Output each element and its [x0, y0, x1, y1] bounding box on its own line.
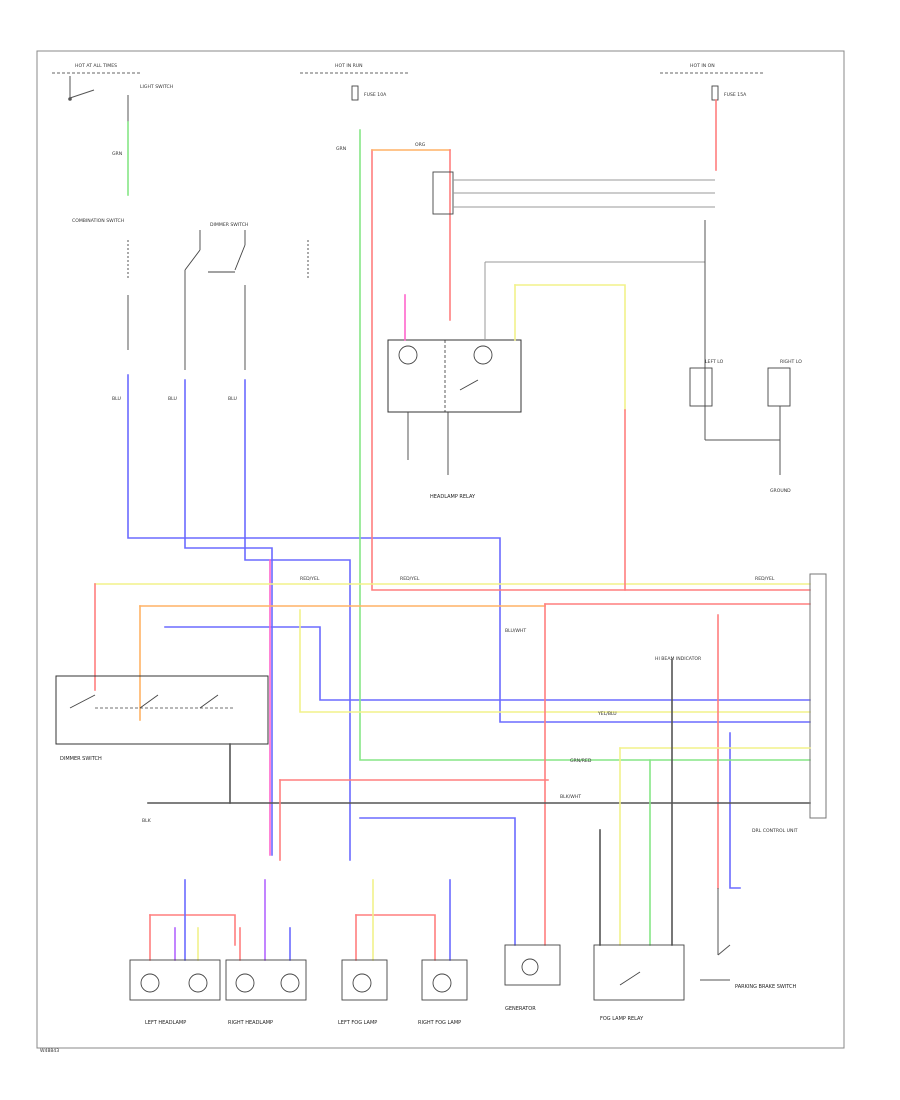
control-unit-connector — [809, 573, 827, 819]
hot-run-label: HOT IN RUN — [335, 63, 363, 69]
generator: GENERATOR — [504, 944, 561, 1012]
right-relay-stack: LEFT LO RIGHT LO GROUND — [689, 220, 802, 494]
wire-label-redyel: RED/YEL — [300, 576, 320, 582]
headlamp-relay: HEADLAMP RELAY — [387, 339, 522, 500]
wire-label-grn-2: GRN — [336, 146, 346, 152]
left-switch-cluster: DIMMER SWITCH COMBINATION SWITCH — [72, 218, 309, 370]
wire-label-grnred: GRN/RED — [570, 758, 592, 764]
wire-blue-3 — [244, 379, 351, 861]
left-headlamp-label: LEFT HEADLAMP — [145, 1020, 186, 1026]
upper-gray-harness — [432, 171, 715, 340]
wire-blue-1 — [127, 374, 811, 723]
wire-label-blu-2: BLU — [168, 396, 177, 402]
dimmer-switch-box: DIMMER SWITCH — [55, 675, 269, 762]
left-headlamp: LEFT HEADLAMP — [129, 879, 236, 1026]
wire-red-center — [371, 149, 811, 591]
parking-brake-switch: PARKING BRAKE SWITCH — [700, 888, 797, 990]
wire-label-redyel-3: RED/YEL — [755, 576, 775, 582]
right-lo-label: RIGHT LO — [780, 359, 802, 365]
hot-on-label: HOT IN ON — [690, 63, 715, 69]
left-lo-label: LEFT LO — [705, 359, 724, 365]
wire-blue-5 — [359, 817, 516, 946]
power-feeds: HOT AT ALL TIMES HOT IN RUN HOT IN ON FU… — [52, 63, 765, 101]
dimmer-box-label: DIMMER SWITCH — [60, 756, 102, 762]
right-headlamp-label: RIGHT HEADLAMP — [228, 1020, 273, 1026]
wire-label-org: ORG — [415, 142, 426, 148]
fog-relay-label: FOG LAMP RELAY — [600, 1016, 644, 1022]
wire-label-blkwht: BLK/WHT — [560, 794, 581, 800]
fuse-on — [711, 85, 719, 101]
right-foglamp: RIGHT FOG LAMP — [418, 879, 468, 1026]
right-headlamp: RIGHT HEADLAMP — [225, 879, 307, 1026]
footer-code: W48843 — [40, 1048, 59, 1054]
wire-yellow-lower — [299, 609, 811, 713]
wire-label-redyel-2: RED/YEL — [400, 576, 420, 582]
left-foglamp: LEFT FOG LAMP — [338, 879, 436, 1026]
fog-lamp-relay: FOG LAMP RELAY — [593, 944, 685, 1022]
headlamp-relay-label: HEADLAMP RELAY — [430, 494, 476, 500]
wire-label-grn-1: GRN — [112, 151, 122, 157]
wire-label-blu-1: BLU — [112, 396, 121, 402]
wire-label-ylwblu: YEL/BLU — [597, 711, 617, 717]
wire-blue-2 — [184, 379, 273, 856]
dimmer-switch-label: DIMMER SWITCH — [210, 222, 248, 228]
top-left-switch: LIGHT SWITCH — [68, 76, 173, 122]
ground-label-r: GROUND — [770, 488, 791, 494]
wire-blue-4 — [164, 626, 811, 701]
parking-brake-label: PARKING BRAKE SWITCH — [735, 984, 797, 990]
control-unit-label: DRL CONTROL UNIT — [752, 828, 798, 834]
hot-all-label-1: HOT AT ALL TIMES — [75, 63, 117, 69]
wire-label-bluwht-1: BLU/WHT — [505, 628, 526, 634]
fuse-on-label: FUSE 15A — [724, 92, 747, 98]
wire-blue-6 — [729, 732, 741, 889]
wire-label-blu-3: BLU — [228, 396, 237, 402]
wire-label-blk: BLK — [142, 818, 152, 824]
left-foglamp-label: LEFT FOG LAMP — [338, 1020, 377, 1026]
right-foglamp-label: RIGHT FOG LAMP — [418, 1020, 461, 1026]
wire-green-center — [359, 129, 811, 761]
generator-label: GENERATOR — [505, 1006, 536, 1012]
fuse-run — [351, 85, 359, 101]
fuse-run-label: FUSE 10A — [364, 92, 387, 98]
diagram-frame — [36, 50, 845, 1049]
light-switch-label: LIGHT SWITCH — [140, 84, 173, 90]
hi-beam-label: HI BEAM INDICATOR — [655, 656, 702, 662]
wire-yellow-relay — [514, 284, 626, 411]
combination-switch-label: COMBINATION SWITCH — [72, 218, 124, 224]
